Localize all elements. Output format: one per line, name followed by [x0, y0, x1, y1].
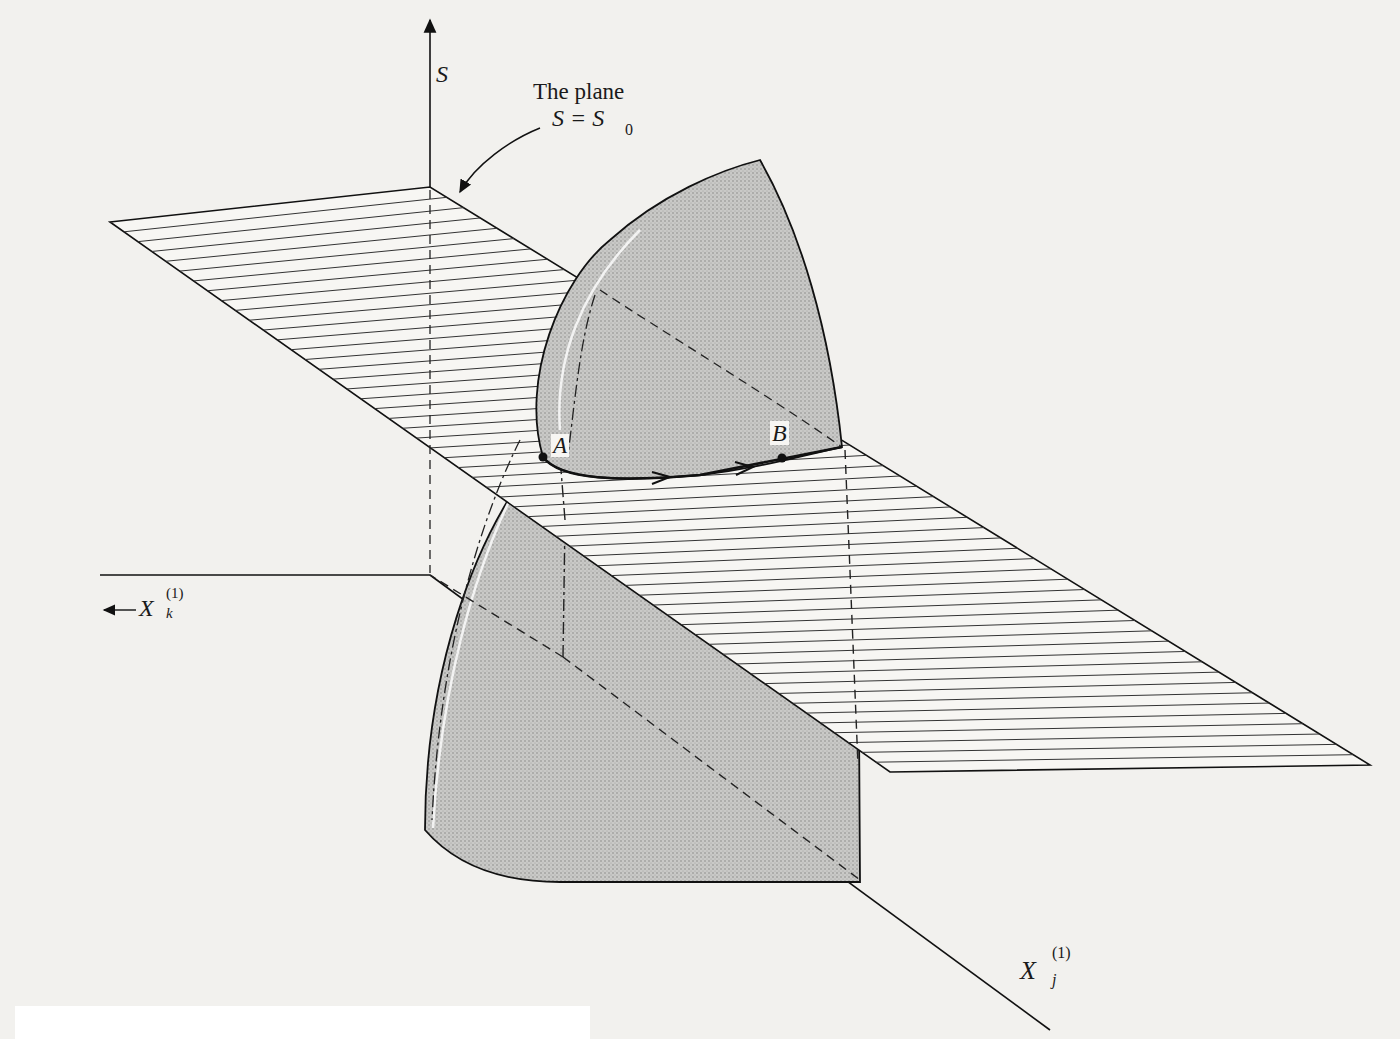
hatch-line — [570, 528, 984, 547]
path-arrow — [652, 472, 670, 484]
point-label: A — [551, 434, 569, 457]
hidden-axis — [429, 190, 430, 573]
hatch-line — [681, 610, 1118, 625]
upper-dome — [536, 160, 842, 479]
hidden-edge — [568, 295, 595, 455]
axis-label: X — [139, 596, 154, 620]
hatch-line — [779, 682, 1236, 693]
plane-label: S = S — [552, 106, 604, 130]
path-arrow — [735, 462, 753, 475]
highlight — [559, 230, 640, 430]
point-dot — [778, 454, 787, 463]
hatch-line — [751, 662, 1202, 674]
hatch-line — [765, 672, 1219, 684]
hatch-line — [793, 693, 1253, 704]
overlay-box — [15, 1006, 590, 1039]
hidden-edge — [432, 440, 520, 820]
s-axis — [429, 20, 431, 187]
hatch-line — [556, 517, 967, 536]
hatch-line — [611, 559, 1034, 576]
hatch-line — [695, 621, 1135, 635]
point-label: B — [770, 421, 789, 445]
superscript: (1) — [166, 586, 184, 601]
xk-axis — [100, 574, 430, 576]
point-dot — [539, 453, 548, 462]
quasi-static-path — [543, 447, 842, 479]
subscript: k — [166, 606, 173, 621]
leader-line — [460, 128, 540, 192]
hatch-line — [723, 641, 1169, 654]
hatch-line — [876, 755, 1353, 763]
hatch-line — [820, 713, 1286, 723]
hatch-line — [737, 651, 1186, 664]
hatch-line — [598, 548, 1018, 566]
hatch-line — [709, 631, 1152, 645]
hatch-line — [584, 538, 1001, 556]
superscript: (1) — [1052, 945, 1071, 961]
highlight — [433, 470, 525, 828]
hatch-line — [221, 270, 564, 301]
hatch-line — [500, 476, 900, 497]
axis-label: S — [436, 62, 448, 86]
hatch-line — [528, 497, 934, 517]
plane-label: The plane — [533, 80, 624, 103]
axis-label: X — [1020, 958, 1036, 984]
hatch-line — [848, 734, 1319, 743]
hatch-line — [834, 724, 1303, 733]
subscript: j — [1052, 972, 1056, 988]
hatch-line — [862, 744, 1336, 752]
hatch-line — [235, 280, 581, 311]
hidden-edge — [845, 450, 858, 765]
hatch-line — [806, 703, 1269, 713]
hidden-edge — [430, 575, 563, 657]
hatch-line — [542, 507, 951, 527]
hatch-line — [249, 290, 598, 320]
xk-arrow — [104, 609, 136, 610]
hatch-line — [514, 486, 917, 507]
subscript: 0 — [625, 122, 633, 138]
hatch-line — [625, 569, 1051, 586]
hidden-edge — [600, 290, 842, 447]
